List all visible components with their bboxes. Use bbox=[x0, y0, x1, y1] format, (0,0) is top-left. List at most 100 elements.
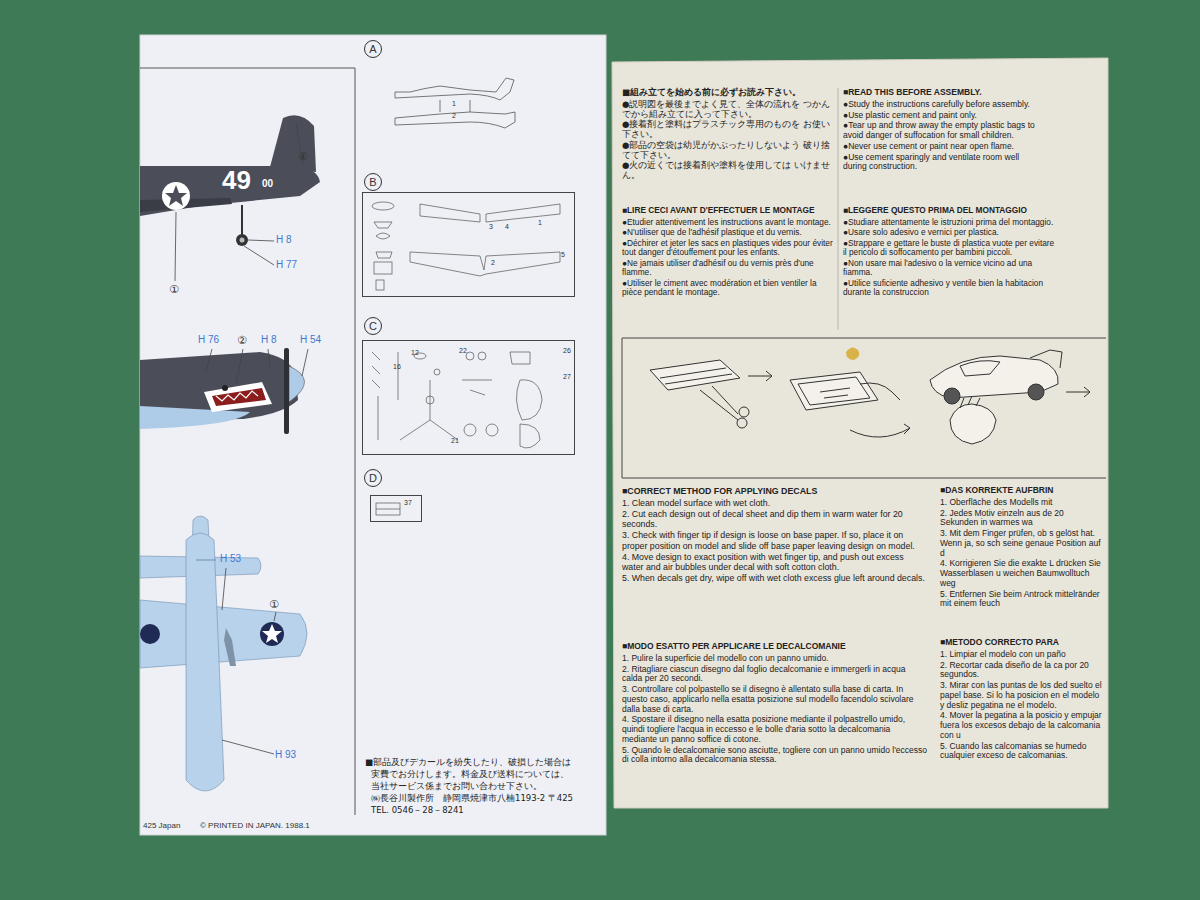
instruction-item: ●Studiare attentamente le istruzioni pri… bbox=[843, 218, 1055, 228]
step-letter: B bbox=[369, 177, 376, 188]
service-note: 当社サービス係までお問い合わせ下さい。 bbox=[371, 782, 542, 792]
part-number: 1 bbox=[538, 219, 542, 226]
instruction-item: 2. Jedes Motiv einzeln aus de 20 Sekunde… bbox=[940, 509, 1104, 529]
callout-number: ④ bbox=[298, 150, 308, 163]
color-callout: H 77 bbox=[276, 259, 297, 271]
callout-number: ① bbox=[269, 598, 279, 611]
parts-frame: 37 bbox=[370, 495, 422, 522]
part-number: 22 bbox=[459, 347, 467, 354]
panel-border bbox=[140, 68, 355, 815]
instruction-item: 5. Quando le decalcomanie sono asciutte,… bbox=[622, 746, 927, 766]
color-callout: H 54 bbox=[300, 334, 321, 346]
section-heading: ■LIRE CECI AVANT D'EFFECTUER LE MONTAGE bbox=[622, 206, 834, 216]
parts-frame: 12345 bbox=[362, 192, 575, 297]
aircraft-side-view bbox=[140, 348, 305, 434]
instruction-item: 3. Mirar con las puntas de los ded suelt… bbox=[940, 681, 1104, 710]
aircraft-code: 00 bbox=[262, 178, 273, 190]
instruction-item: 1. Limpiar el modelo con un paño bbox=[940, 650, 1104, 660]
aircraft-underside-view bbox=[140, 516, 307, 791]
instruction-item: ●Tear up and throw away the empty plasti… bbox=[843, 121, 1039, 141]
instruction-item: 2. Cut each design out of decal sheet an… bbox=[622, 509, 927, 529]
parts-sketch bbox=[376, 503, 400, 515]
instruction-item: ●Utiliser le ciment avec modération et b… bbox=[622, 279, 834, 298]
leader-line bbox=[175, 123, 303, 281]
part-number: 5 bbox=[561, 251, 565, 258]
instruction-item: ●Usare solo adesivo e vernici per plasti… bbox=[843, 228, 1055, 238]
instruction-item: 5. Cuando las calcomanias se humedo cual… bbox=[940, 742, 1104, 762]
instruction-item: ●Never use cement or paint near open fla… bbox=[843, 142, 1039, 152]
instruction-item: 4. Spostare il disegno nella esatta posi… bbox=[622, 715, 927, 744]
section-heading: ■MODO ESATTO PER APPLICARE LE DECALCOMAN… bbox=[622, 642, 927, 652]
instruction-item: ●Non usare mai l'adesivo o la vernice vi… bbox=[843, 259, 1055, 278]
color-callout: H 8 bbox=[276, 234, 292, 246]
instruction-item: ●Use cement sparingly and ventilate room… bbox=[843, 153, 1039, 173]
section-heading: ■CORRECT METHOD FOR APPLYING DECALS bbox=[622, 486, 927, 496]
instruction-item: ●Study the instructions carefully before… bbox=[843, 100, 1039, 110]
instruction-item: 3. Mit dem Finger prüfen, ob s gelöst ha… bbox=[940, 529, 1104, 558]
part-number: 27 bbox=[563, 373, 571, 380]
aircraft-side-view bbox=[140, 115, 320, 246]
section-divider bbox=[622, 478, 1106, 479]
instruction-item: ●Use plastic cement and paint only. bbox=[843, 111, 1039, 121]
instruction-item: ●火の近くでは接着剤や塗料を使用しては いけません。 bbox=[622, 161, 834, 181]
step-letter: D bbox=[369, 473, 377, 484]
instruction-item: 4. Move design to exact position with we… bbox=[622, 552, 927, 572]
instruction-item: 3. Check with finger tip if design is lo… bbox=[622, 530, 927, 550]
service-note: 実費でお分けします。料金及び送料については、 bbox=[371, 770, 569, 780]
section-heading: ■組み立てを始める前に必ずお読み下さい。 bbox=[622, 88, 834, 98]
instruction-item: 3. Controllare col polpastello se il dis… bbox=[622, 685, 927, 714]
part-number: 16 bbox=[393, 363, 401, 370]
instruction-item: ●N'utiliser que de l'adhésif plastique e… bbox=[622, 228, 834, 238]
instruction-item: ●説明図を最後までよく見て、全体の流れを つかんでから組み立てに入って下さい。 bbox=[622, 100, 834, 120]
assembly-step-sketch bbox=[395, 78, 515, 128]
instruction-item: ●部品の空袋は幼児がかぶったりしないよう 破り捨てて下さい。 bbox=[622, 141, 834, 161]
instruction-item: 2. Ritagliare ciascun disegno dal foglio… bbox=[622, 665, 927, 685]
instruction-item: 4. Mover la pegatina a la posicio y empu… bbox=[940, 711, 1104, 740]
service-note: ㈱長谷川製作所 静岡県焼津市八楠1193-2 〒425 bbox=[371, 794, 573, 804]
decal-piece bbox=[846, 347, 859, 360]
step-letter-circle: D bbox=[364, 469, 382, 487]
instruction-item: ●接着剤と塗料はプラスチック専用のものを お使い下さい。 bbox=[622, 120, 834, 140]
part-number: 12 bbox=[411, 349, 419, 356]
instruction-item: 1. Clean model surface with wet cloth. bbox=[622, 498, 927, 508]
print-note: 425 Japan bbox=[143, 821, 180, 830]
instruction-item: ●Ne jamais utiliser d'adhésif ou du vern… bbox=[622, 259, 834, 278]
color-callout: H 8 bbox=[261, 334, 277, 346]
part-number: 1 bbox=[452, 100, 456, 108]
callout-number: ② bbox=[237, 334, 247, 347]
instruction-item: ●Utilice suficiente adhesivo y ventile b… bbox=[843, 279, 1055, 298]
instruction-item: ●Etudier attentivement les instructions … bbox=[622, 218, 834, 228]
leader-line bbox=[206, 349, 308, 384]
part-number: 21 bbox=[451, 437, 459, 444]
instruction-item: ●Déchirer et jeter les sacs en plastique… bbox=[622, 239, 834, 258]
part-number: 2 bbox=[452, 112, 456, 120]
parts-frame: 12 16 21 22 26 27 bbox=[362, 340, 575, 455]
instruction-sheet bbox=[612, 58, 1108, 808]
callout-number: ① bbox=[169, 283, 179, 296]
service-note: ■部品及びデカールを紛失したり、破損した場合は bbox=[365, 758, 571, 768]
aircraft-code: 49 bbox=[222, 166, 251, 196]
instruction-item: 4. Korrigieren Sie die exakte L drücken … bbox=[940, 559, 1104, 588]
section-heading: ■LEGGERE QUESTO PRIMA DEL MONTAGGIO bbox=[843, 206, 1055, 216]
part-number: 4 bbox=[505, 223, 509, 230]
section-heading: ■READ THIS BEFORE ASSEMBLY. bbox=[843, 88, 1039, 98]
decal-steps-picture bbox=[650, 350, 1090, 444]
color-callout: H 53 bbox=[220, 553, 241, 565]
service-note: TEL. 0546－28－8241 bbox=[371, 806, 464, 816]
column-divider bbox=[838, 88, 839, 330]
color-callout: H 93 bbox=[275, 749, 296, 761]
instruction-item: 5. When decals get dry, wipe off with we… bbox=[622, 573, 927, 583]
leader-line bbox=[222, 568, 276, 754]
instruction-item: 5. Entfernen Sie beim Antrock mittelränd… bbox=[940, 590, 1104, 610]
section-divider bbox=[622, 338, 623, 478]
section-divider bbox=[622, 338, 1106, 339]
step-letter: A bbox=[369, 44, 376, 55]
color-callout: H 76 bbox=[198, 334, 219, 346]
part-number: 26 bbox=[563, 347, 571, 354]
section-heading: ■METODO CORRECTO PARA bbox=[940, 638, 1104, 648]
part-number: 2 bbox=[491, 259, 495, 266]
instruction-item: 2. Recortar cada diseño de la ca por 20 … bbox=[940, 661, 1104, 681]
instruction-sheet bbox=[140, 35, 606, 835]
step-letter-circle: A bbox=[364, 40, 382, 58]
